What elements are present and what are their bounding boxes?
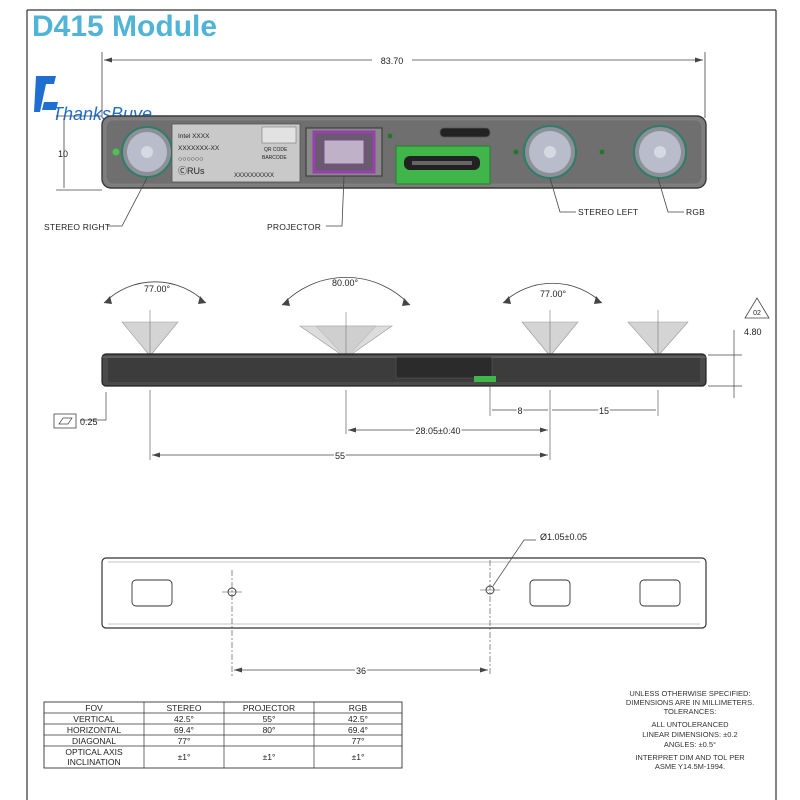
note-line: INTERPRET DIM AND TOL PER (635, 753, 745, 762)
label-sticker: Intel XXXX XXXXXXX-XX ○○○○○○ ⒸRUs XXXXXX… (171, 123, 301, 183)
table-cell: ±1° (352, 752, 365, 762)
svg-text:QR CODE: QR CODE (264, 147, 288, 153)
front-view: 77.00° 80.00° 77.00° (53, 277, 770, 463)
table-cell: 42.5° (348, 714, 368, 724)
table-row-horizontal-label: HORIZONTAL (67, 725, 121, 735)
revision-triangle (744, 297, 770, 319)
table-row-optical-axis-label: OPTICAL AXIS (65, 747, 123, 757)
table-row-vertical-label: VERTICAL (73, 714, 115, 724)
table-header-projector: PROJECTOR (243, 703, 295, 713)
table-row-diagonal-label: DIAGONAL (72, 736, 116, 746)
dim-15: 15 (599, 406, 609, 416)
note-line: ASME Y14.5M-1994. (655, 762, 725, 771)
dim-8: 8 (517, 406, 522, 416)
table-cell: 80° (263, 725, 276, 735)
table-header-rgb: RGB (349, 703, 368, 713)
top-view: 83.70 10 Intel XXXX XXXXXXX-XX ○○○○○○ (44, 52, 707, 232)
svg-text:○○○○○○: ○○○○○○ (178, 156, 203, 163)
width-dim: 83.70 (381, 56, 404, 66)
table-cell: 42.5° (174, 714, 194, 724)
note-line: UNLESS OTHERWISE SPECIFIED: (629, 689, 750, 698)
note-line: ANGLES: ±0.5° (664, 740, 716, 749)
table-cell: 55° (263, 714, 276, 724)
svg-text:Intel XXXX: Intel XXXX (178, 133, 210, 140)
flatness-symbol (53, 413, 77, 429)
stereo-right-label: STEREO RIGHT (44, 222, 110, 232)
module-body-bottom (101, 557, 707, 629)
table-cell: 69.4° (348, 725, 368, 735)
stereo-left-lens (523, 125, 577, 179)
projector-label: PROJECTOR (267, 222, 321, 232)
hole-diameter: Ø1.05±0.05 (540, 532, 587, 542)
stereo-left-label: STEREO LEFT (578, 207, 638, 217)
usb-connector (395, 127, 491, 185)
note-line: TOLERANCES: (664, 707, 717, 716)
svg-text:XXXXXXXXXX: XXXXXXXXXX (234, 173, 274, 179)
svg-text:BARCODE: BARCODE (262, 155, 287, 161)
note-line: ALL UNTOLERANCED (651, 720, 729, 729)
page-title: D415 Module (32, 10, 218, 43)
fov-table: FOV STEREO PROJECTOR RGB VERTICAL 42.5° … (43, 701, 403, 769)
status-led (112, 148, 120, 156)
table-cell: 77° (352, 736, 365, 746)
table-header-stereo: STEREO (167, 703, 202, 713)
general-notes: UNLESS OTHERWISE SPECIFIED: DIMENSIONS A… (626, 689, 754, 771)
table-row-optical-axis-label-2: INCLINATION (67, 757, 120, 767)
table-cell: 77° (178, 736, 191, 746)
projector-window (305, 127, 383, 177)
svg-text:ⒸRUs: ⒸRUs (178, 166, 205, 176)
height-dim: 10 (58, 149, 68, 159)
table-cell: 69.4° (174, 725, 194, 735)
flatness-value: 0.25 (80, 417, 98, 427)
revision-number: 02 (753, 310, 761, 317)
stereo-right-lens (121, 126, 173, 178)
rgb-lens (633, 125, 687, 179)
thickness-dim: 4.80 (744, 327, 762, 337)
dim-55: 55 (335, 451, 345, 461)
dim-28: 28.05±0.40 (416, 426, 461, 436)
fov-center-angle: 80.00° (332, 278, 359, 288)
table-cell: ±1° (178, 752, 191, 762)
note-line: DIMENSIONS ARE IN MILLIMETERS. (626, 698, 754, 707)
rgb-label: RGB (686, 207, 705, 217)
table-header-fov: FOV (85, 703, 103, 713)
svg-text:XXXXXXX-XX: XXXXXXX-XX (178, 145, 220, 152)
bottom-view: Ø1.05±0.05 36 (101, 532, 707, 678)
table-cell: ±1° (263, 752, 276, 762)
fov-left-angle: 77.00° (144, 284, 171, 294)
fov-right-angle: 77.00° (540, 289, 567, 299)
note-line: LINEAR DIMENSIONS: ±0.2 (642, 730, 737, 739)
dim-36: 36 (356, 666, 366, 676)
